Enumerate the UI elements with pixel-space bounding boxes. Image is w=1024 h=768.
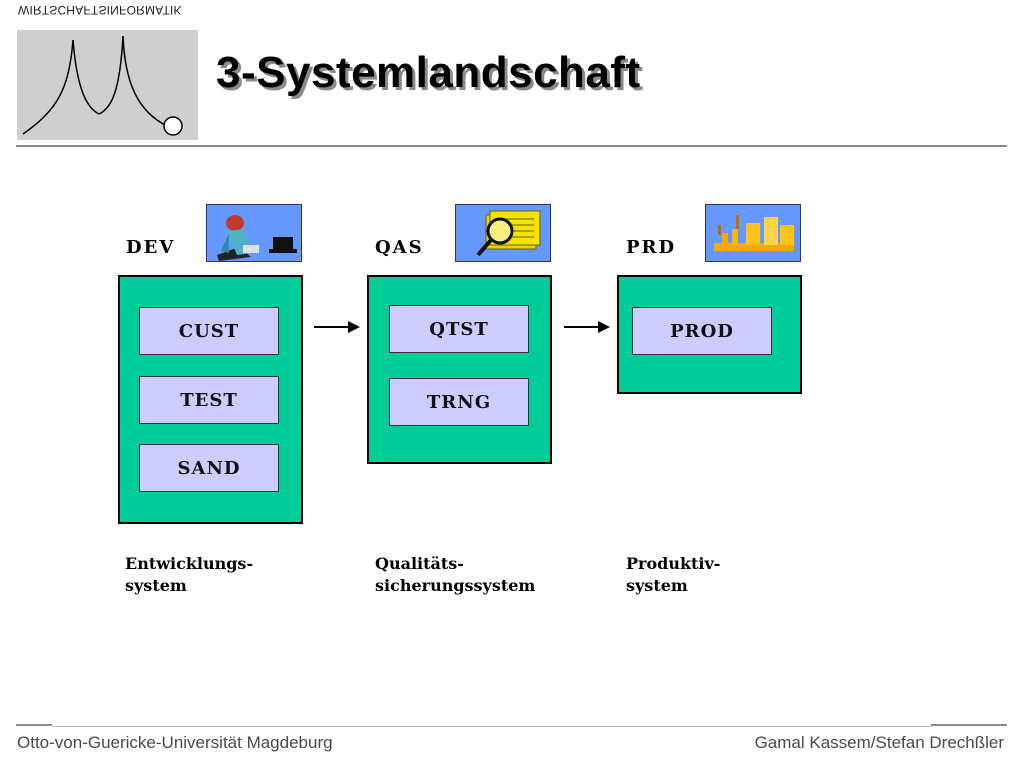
page-title: 3-Systemlandschaft <box>216 48 641 97</box>
description-line: Qualitäts- <box>375 554 464 573</box>
transport-arrow-icon <box>564 321 610 333</box>
client-box-trng: TRNG <box>389 378 529 426</box>
client-box-qtst: QTST <box>389 305 529 353</box>
magnifier-icon <box>455 204 551 262</box>
footer-divider <box>16 724 52 726</box>
client-box-test: TEST <box>139 376 279 424</box>
system-label-dev: DEV <box>126 237 176 258</box>
logo-text: WIRTSCHAFTSINFORMATIK <box>18 3 182 17</box>
worker-icon <box>206 204 302 262</box>
system-description-dev: Entwicklungs- system <box>125 553 253 597</box>
system-box-qas <box>367 275 552 464</box>
description-line: system <box>626 576 688 595</box>
system-description-prd: Produktiv- system <box>626 553 720 597</box>
transport-arrow-icon <box>314 321 360 333</box>
footer-authors: Gamal Kassem/Stefan Drechßler <box>754 733 1004 752</box>
description-line: sicherungssystem <box>375 576 536 595</box>
description-line: system <box>125 576 187 595</box>
client-box-prod: PROD <box>632 307 772 355</box>
system-description-qas: Qualitäts- sicherungssystem <box>375 553 535 597</box>
footer-divider <box>931 724 1007 726</box>
factory-icon <box>705 204 801 262</box>
footer-divider <box>52 726 932 727</box>
description-line: Produktiv- <box>626 554 721 573</box>
header-divider <box>16 145 1007 147</box>
university-logo-icon <box>22 35 183 136</box>
system-label-prd: PRD <box>626 237 677 258</box>
description-line: Entwicklungs- <box>125 554 254 573</box>
client-box-cust: CUST <box>139 307 279 355</box>
client-box-sand: SAND <box>139 444 279 492</box>
system-label-qas: QAS <box>375 237 424 258</box>
footer-university: Otto-von-Guericke-Universität Magdeburg <box>17 733 333 752</box>
